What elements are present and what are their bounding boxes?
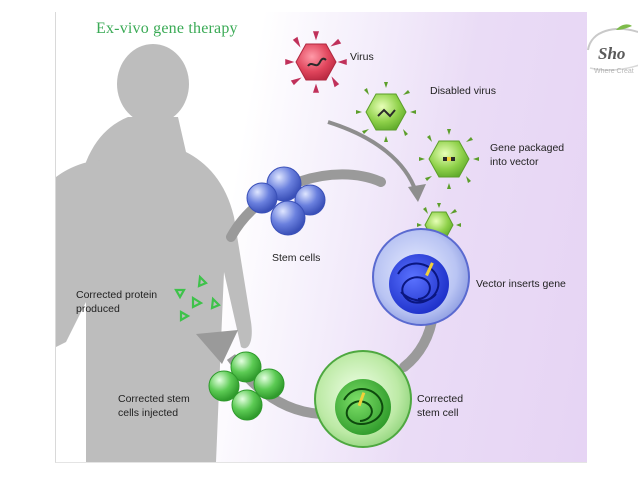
label-disabled-virus: Disabled virus [430, 85, 496, 97]
label-gene-packaged-line2: into vector [490, 156, 539, 168]
label-stem-cells: Stem cells [272, 252, 320, 264]
child-silhouette [56, 44, 252, 462]
virus-arrowhead [408, 184, 426, 202]
disabled-virus [356, 82, 416, 142]
virus-arrow [327, 120, 418, 193]
label-vector-inserts: Vector inserts gene [476, 278, 566, 290]
label-corrected-cell-line1: Corrected [417, 393, 463, 405]
diagram-frame: Ex-vivo gene therapy [55, 12, 587, 463]
label-gene-packaged-line1: Gene packaged [490, 142, 564, 154]
label-corrected-protein-line1: Corrected protein [76, 289, 157, 301]
stem-cells-cluster [246, 166, 326, 236]
virus [285, 31, 347, 93]
cycle-arrowhead [196, 330, 238, 364]
gene-vector [419, 129, 479, 189]
label-corrected-protein-line2: produced [76, 303, 120, 315]
label-corrected-injected-line2: cells injected [118, 407, 178, 419]
leaf-icon [616, 24, 632, 30]
corrected-stem-cell [314, 350, 412, 448]
corrected-stem-cells-cluster [208, 351, 285, 421]
page-title: Ex-vivo gene therapy [96, 20, 238, 37]
logo-tagline: Where Creat [594, 68, 634, 75]
logo-wordmark: Sho [598, 44, 626, 63]
label-corrected-injected-line1: Corrected stem [118, 393, 190, 405]
corrected-proteins [174, 274, 221, 322]
label-virus: Virus [350, 51, 374, 63]
transduced-stem-cell [372, 228, 470, 326]
gene-therapy-diagram: Virus Disabled virus Gene packaged into … [56, 31, 566, 462]
label-corrected-cell-line2: stem cell [417, 407, 458, 419]
